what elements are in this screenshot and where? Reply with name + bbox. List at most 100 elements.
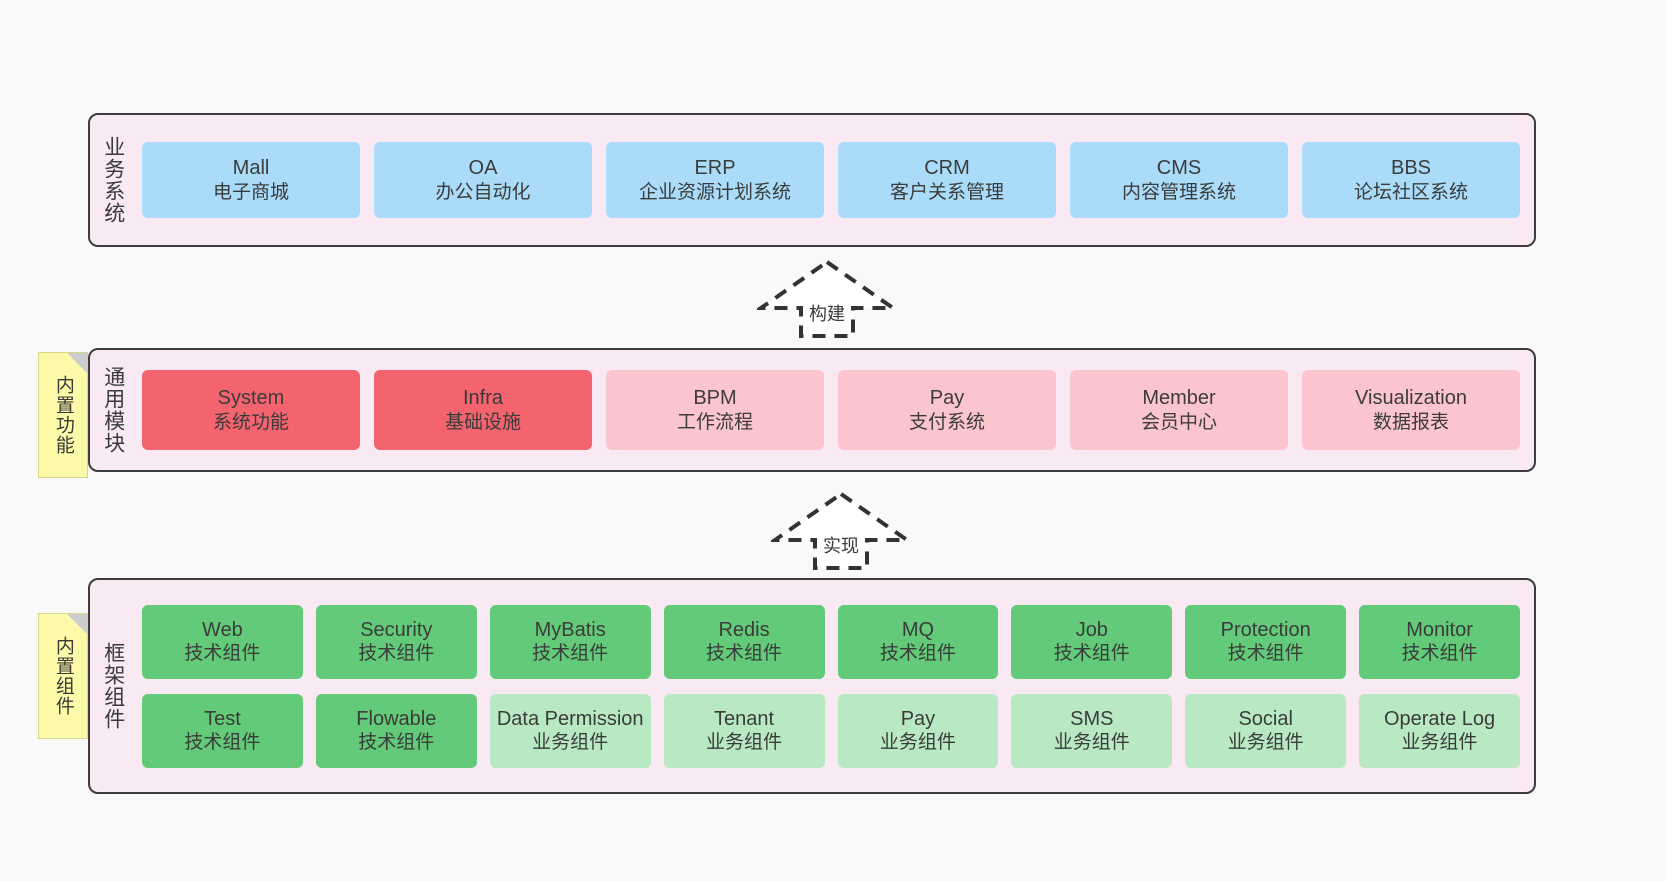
node-mall[interactable]: Mall 电子商城 bbox=[142, 142, 360, 218]
node-sms[interactable]: SMS 业务组件 bbox=[1011, 693, 1173, 768]
node-social-cn: 业务组件 bbox=[1227, 732, 1304, 754]
layer-framework-component-title: 框架组件 bbox=[101, 642, 125, 730]
node-bpm[interactable]: BPM 工作流程 bbox=[606, 370, 824, 450]
sticky-note-builtin-features: 内置功能 bbox=[38, 352, 88, 478]
node-security[interactable]: Security 技术组件 bbox=[315, 604, 477, 679]
layer-business-system-body: Mall 电子商城 OA 办公自动化 ERP 企业资源计划系统 CRM 客户关系… bbox=[136, 115, 1534, 245]
node-mq-cn: 技术组件 bbox=[879, 643, 956, 665]
node-sms-en: SMS bbox=[1070, 707, 1114, 730]
node-member[interactable]: Member 会员中心 bbox=[1070, 370, 1288, 450]
node-visualization-cn: 数据报表 bbox=[1372, 411, 1449, 433]
node-security-cn: 技术组件 bbox=[358, 643, 435, 665]
node-web-cn: 技术组件 bbox=[184, 643, 261, 665]
node-redis[interactable]: Redis 技术组件 bbox=[663, 604, 825, 679]
layer-common-module: 通用模块 System 系统功能 Infra 基础设施 BPM 工作流程 Pay… bbox=[88, 348, 1536, 472]
node-job-cn: 技术组件 bbox=[1053, 643, 1130, 665]
node-oa[interactable]: OA 办公自动化 bbox=[374, 142, 592, 218]
connector-build-label: 构建 bbox=[809, 304, 845, 324]
layer-common-module-body: System 系统功能 Infra 基础设施 BPM 工作流程 Pay 支付系统… bbox=[136, 350, 1534, 470]
node-flowable-cn: 技术组件 bbox=[358, 732, 435, 754]
node-protection[interactable]: Protection 技术组件 bbox=[1185, 604, 1347, 679]
node-web[interactable]: Web 技术组件 bbox=[142, 604, 303, 679]
node-mybatis[interactable]: MyBatis 技术组件 bbox=[489, 604, 651, 679]
node-cms-en: CMS bbox=[1156, 157, 1202, 180]
node-visualization[interactable]: Visualization 数据报表 bbox=[1302, 370, 1520, 450]
node-mq[interactable]: MQ 技术组件 bbox=[837, 604, 999, 679]
node-infra[interactable]: Infra 基础设施 bbox=[374, 370, 592, 450]
node-test-cn: 技术组件 bbox=[184, 732, 261, 754]
connector-implement-arrow: 实现 bbox=[771, 490, 911, 572]
layer-common-module-title: 通用模块 bbox=[101, 366, 125, 454]
node-system-cn: 系统功能 bbox=[212, 411, 289, 433]
node-monitor-cn: 技术组件 bbox=[1401, 643, 1478, 665]
node-test[interactable]: Test 技术组件 bbox=[142, 693, 303, 768]
node-member-cn: 会员中心 bbox=[1140, 411, 1217, 433]
node-security-en: Security bbox=[360, 618, 433, 641]
node-system-en: System bbox=[217, 387, 285, 410]
node-pay-component-en: Pay bbox=[900, 707, 936, 730]
node-web-en: Web bbox=[202, 618, 243, 641]
node-social[interactable]: Social 业务组件 bbox=[1185, 693, 1347, 768]
node-visualization-en: Visualization bbox=[1355, 387, 1467, 410]
sticky-note-builtin-components-label: 内置组件 bbox=[52, 636, 74, 716]
node-erp[interactable]: ERP 企业资源计划系统 bbox=[606, 142, 824, 218]
connector-build-arrow: 构建 bbox=[757, 258, 897, 340]
node-oa-cn: 办公自动化 bbox=[435, 181, 531, 203]
node-erp-cn: 企业资源计划系统 bbox=[638, 181, 791, 203]
node-operate-log-cn: 业务组件 bbox=[1401, 732, 1478, 754]
node-bbs-cn: 论坛社区系统 bbox=[1353, 181, 1468, 203]
node-test-en: Test bbox=[204, 707, 241, 730]
node-pay-module[interactable]: Pay 支付系统 bbox=[838, 370, 1056, 450]
node-tenant-cn: 业务组件 bbox=[706, 732, 783, 754]
node-bpm-en: BPM bbox=[693, 387, 737, 410]
layer-business-system: 业务系统 Mall 电子商城 OA 办公自动化 ERP 企业资源计划系统 CRM… bbox=[88, 113, 1536, 247]
node-monitor[interactable]: Monitor 技术组件 bbox=[1359, 604, 1520, 679]
layer-business-system-title: 业务系统 bbox=[101, 136, 125, 224]
node-flowable[interactable]: Flowable 技术组件 bbox=[315, 693, 477, 768]
node-system[interactable]: System 系统功能 bbox=[142, 370, 360, 450]
node-bpm-cn: 工作流程 bbox=[676, 411, 753, 433]
node-pay-module-cn: 支付系统 bbox=[908, 411, 985, 433]
node-data-permission-en: Data Permission bbox=[496, 707, 644, 730]
sticky-note-builtin-components: 内置组件 bbox=[38, 613, 88, 739]
node-data-permission[interactable]: Data Permission 业务组件 bbox=[489, 693, 651, 768]
node-monitor-en: Monitor bbox=[1406, 618, 1473, 641]
node-mybatis-en: MyBatis bbox=[534, 618, 606, 641]
node-erp-en: ERP bbox=[694, 157, 736, 180]
node-bbs[interactable]: BBS 论坛社区系统 bbox=[1302, 142, 1520, 218]
node-flowable-en: Flowable bbox=[356, 707, 437, 730]
node-crm[interactable]: CRM 客户关系管理 bbox=[838, 142, 1056, 218]
node-cms-cn: 内容管理系统 bbox=[1121, 181, 1236, 203]
node-redis-cn: 技术组件 bbox=[706, 643, 783, 665]
node-job[interactable]: Job 技术组件 bbox=[1011, 604, 1173, 679]
node-operate-log-en: Operate Log bbox=[1383, 707, 1496, 730]
node-protection-en: Protection bbox=[1220, 618, 1311, 641]
node-tenant[interactable]: Tenant 业务组件 bbox=[663, 693, 825, 768]
connector-implement-label: 实现 bbox=[823, 536, 859, 556]
node-mq-en: MQ bbox=[901, 618, 935, 641]
node-data-permission-cn: 业务组件 bbox=[532, 732, 609, 754]
node-crm-en: CRM bbox=[924, 157, 970, 180]
node-tenant-en: Tenant bbox=[714, 707, 775, 730]
layer-framework-component: 框架组件 Web 技术组件 Security 技术组件 MyBatis 技术组件… bbox=[88, 578, 1536, 794]
node-bbs-en: BBS bbox=[1390, 157, 1432, 180]
node-social-en: Social bbox=[1238, 707, 1293, 730]
node-protection-cn: 技术组件 bbox=[1227, 643, 1304, 665]
node-member-en: Member bbox=[1142, 387, 1216, 410]
node-operate-log[interactable]: Operate Log 业务组件 bbox=[1359, 693, 1520, 768]
node-mall-en: Mall bbox=[232, 157, 270, 180]
node-cms[interactable]: CMS 内容管理系统 bbox=[1070, 142, 1288, 218]
node-pay-module-en: Pay bbox=[929, 387, 965, 410]
node-pay-component[interactable]: Pay 业务组件 bbox=[837, 693, 999, 768]
node-infra-en: Infra bbox=[462, 387, 504, 410]
sticky-note-builtin-features-label: 内置功能 bbox=[52, 375, 74, 455]
node-infra-cn: 基础设施 bbox=[444, 411, 521, 433]
node-job-en: Job bbox=[1075, 618, 1108, 641]
node-redis-en: Redis bbox=[718, 618, 770, 641]
layer-framework-component-body: Web 技术组件 Security 技术组件 MyBatis 技术组件 Redi… bbox=[136, 580, 1534, 792]
node-sms-cn: 业务组件 bbox=[1053, 732, 1130, 754]
node-crm-cn: 客户关系管理 bbox=[889, 181, 1004, 203]
node-pay-component-cn: 业务组件 bbox=[879, 732, 956, 754]
node-oa-en: OA bbox=[468, 157, 498, 180]
